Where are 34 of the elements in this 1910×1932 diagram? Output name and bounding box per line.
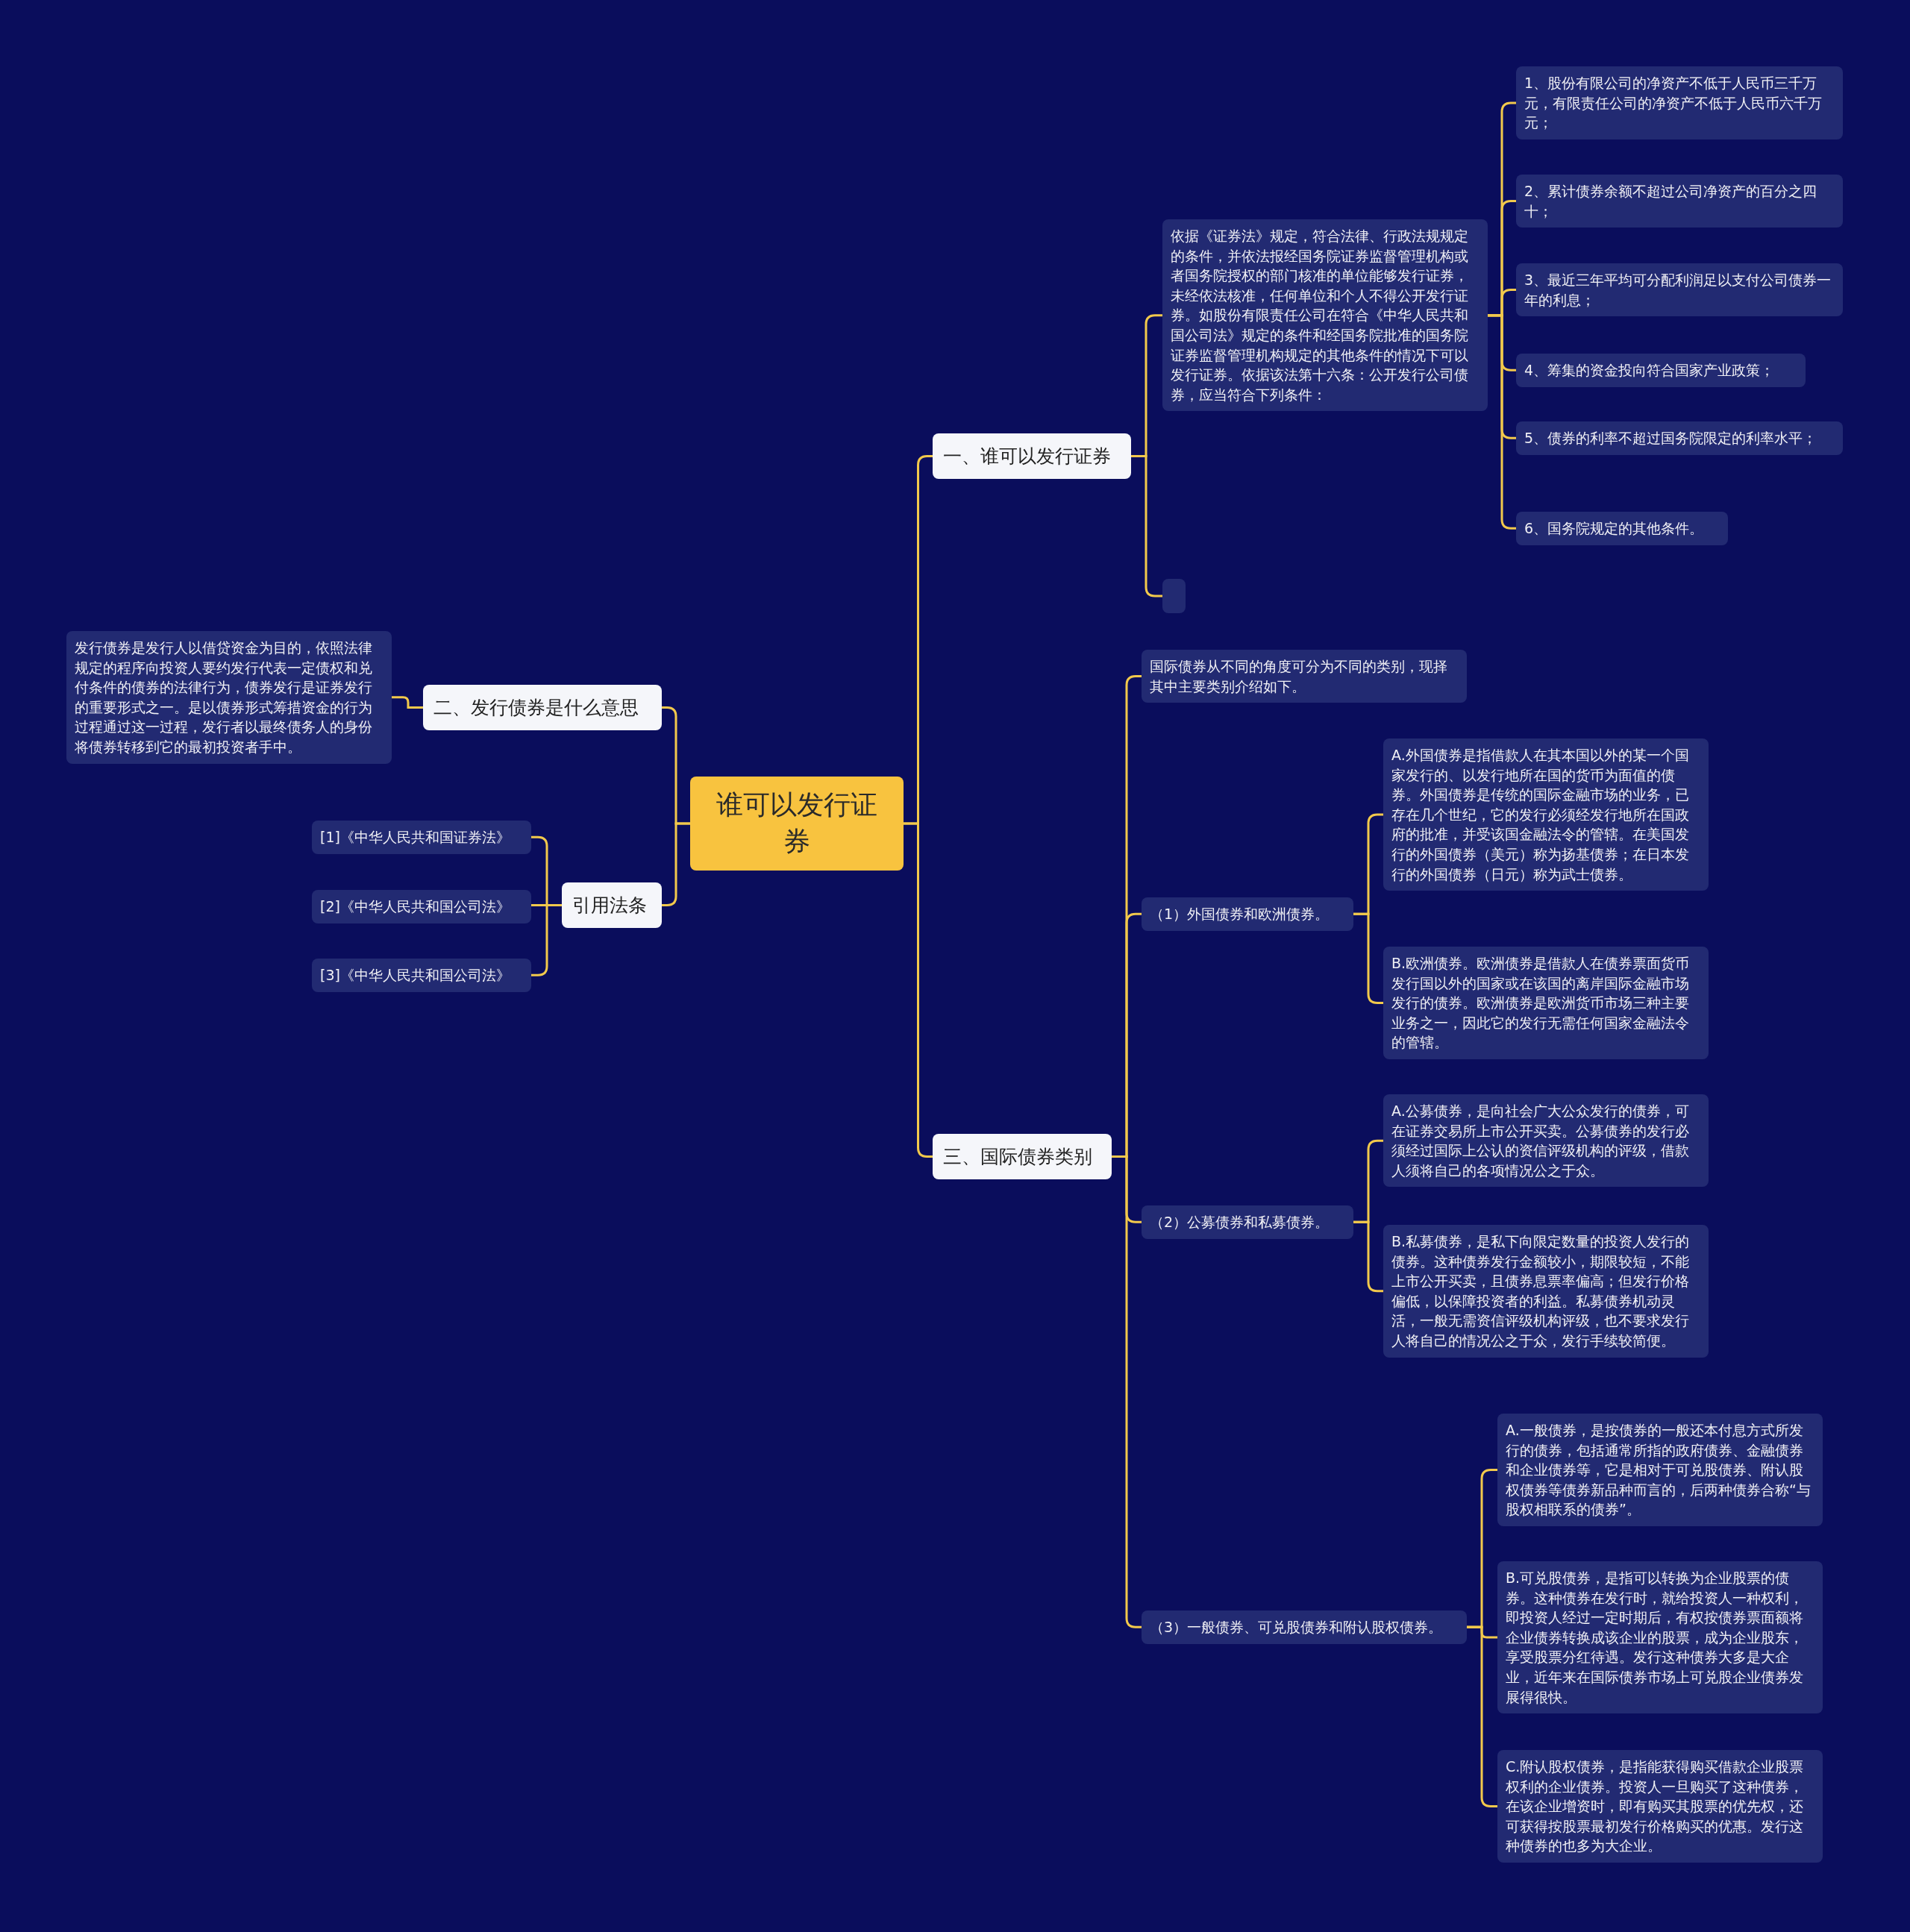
connector-line: [392, 696, 423, 709]
connector-line: [1488, 314, 1516, 530]
text-card: [2]《中华人民共和国公司法》: [312, 890, 531, 923]
text-card: 1、股份有限公司的净资产不低于人民币三千万元，有限责任公司的净资产不低于人民币六千万元；: [1516, 66, 1843, 139]
text-card: 3、最近三年平均可分配利润足以支付公司债券一年的利息；: [1516, 263, 1843, 317]
connector-line: [1353, 1220, 1383, 1293]
text-card: （3）一般债券、可兑股债券和附认股权债券。: [1142, 1610, 1467, 1644]
empty-box: [1162, 579, 1186, 613]
text-card: B.欧洲债券。欧洲债券是借款人在债券票面货币发行国以外的国家或在该国的离岸国际金融市场发行的债券。欧洲债券是欧洲货币市场三种主要业务之一，因此它的发行无需任何国家金融法令的管辖。: [1383, 947, 1709, 1059]
text-card: 4、筹集的资金投向符合国家产业政策；: [1516, 354, 1806, 387]
branch-topic-box: 引用法条: [562, 882, 662, 928]
text-card: [3]《中华人民共和国公司法》: [312, 959, 531, 992]
connector-line: [1467, 1625, 1497, 1807]
text-card: C.附认股权债券，是指能获得购买借款企业股票权利的企业债券。投资人一旦购买了这种债券，在该企业增资时，即有购买其股票的优先权，还可获得按股票最初发行价格购买的优惠。发行这种债券的也多为大企业。: [1497, 1750, 1823, 1863]
text-card: B.可兑股债券，是指可以转换为企业股票的债券。这种债券在发行时，就给投资人一种权利，即投资人经过一定时期后，有权按债券票面额将企业债券转换成该企业的股票，成为企业股东，享受股票分红待遇。发行这种债券大多是大企业，近年来在国际债券市场上可兑股企业债券发展得很快。: [1497, 1561, 1823, 1714]
connector-line: [1353, 912, 1383, 1004]
text-card: （1）外国债券和欧洲债券。: [1142, 897, 1353, 931]
text-card: A.外国债券是指借款人在其本国以外的某一个国家发行的、以发行地所在国的货币为面值的债券。外国债券是传统的国际金融市场的业务，已存在几个世纪，它的发行必须经发行地所在国政府的批准，并受该国金融法令的管辖。在美国发行的外国债券（美元）称为扬基债券；在日本发行的外国债券（日元）称为武士债券。: [1383, 738, 1709, 891]
text-card: 发行债券是发行人以借贷资金为目的，依照法律规定的程序向投资人要约发行代表一定债权和兑付条件的债券的法律行为，债券发行是证券发行的重要形式之一。是以债券形式筹措资金的行为过程通过这一过程，发行者以最终债务人的身份将债券转移到它的最初投资者手中。: [66, 631, 392, 764]
text-card: A.公募债券，是向社会广大公众发行的债券，可在证券交易所上市公开买卖。公募债券的发行必须经过国际上公认的资信评级机构的评级，借款人须将自己的各项情况公之于众。: [1383, 1094, 1709, 1188]
text-card: B.私募债券，是私下向限定数量的投资人发行的债券。这种债券发行金额较小，期限较短，不能上市公开买卖，且债券息票率偏高；但发行价格偏低，以保障投资者的利益。私募债券机动灵活，一般无需资信评级机构评级，也不要求发行人将自己的情况公之于众，发行手续较简便。: [1383, 1225, 1709, 1358]
text-card: （2）公募债券和私募债券。: [1142, 1205, 1353, 1239]
text-card: 6、国务院规定的其他条件。: [1516, 512, 1728, 545]
text-card: 2、累计债券余额不超过公司净资产的百分之四十；: [1516, 175, 1843, 228]
text-card: A.一般债券，是按债券的一般还本付息方式所发行的债券，包括通常所指的政府债券、金融债券和企业债券等，它是相对于可兑股债券、附认股权债券等债券新品种而言的，后两种债券合称“与股权相联系的债券”。: [1497, 1414, 1823, 1526]
root-topic-box: 谁可以发行证券: [690, 777, 904, 871]
branch-topic-box: 一、谁可以发行证券: [933, 433, 1131, 479]
text-card: 5、债券的利率不超过国务院限定的利率水平；: [1516, 421, 1843, 455]
connector-line: [904, 822, 933, 1158]
text-card: 依据《证券法》规定，符合法律、行政法规规定的条件，并依法报经国务院证券监督管理机构或者国务院授权的部门核准的单位能够发行证券，未经依法核准，任何单位和个人不得公开发行证券。如股份有限责任公司在符合《中华人民共和国公司法》规定的条件和经国务院批准的国务院证券监督管理机构规定的其他条件的情况下可以发行证券。依据该法第十六条：公开发行公司债券，应当符合下列条件：: [1162, 219, 1488, 412]
branch-topic-box: 三、国际债券类别: [933, 1134, 1112, 1179]
text-card: [1]《中华人民共和国证券法》: [312, 821, 531, 854]
branch-topic-box: 二、发行债券是什么意思: [423, 685, 662, 730]
text-card: 国际债券从不同的角度可分为不同的类别，现择其中主要类别介绍如下。: [1142, 650, 1467, 703]
